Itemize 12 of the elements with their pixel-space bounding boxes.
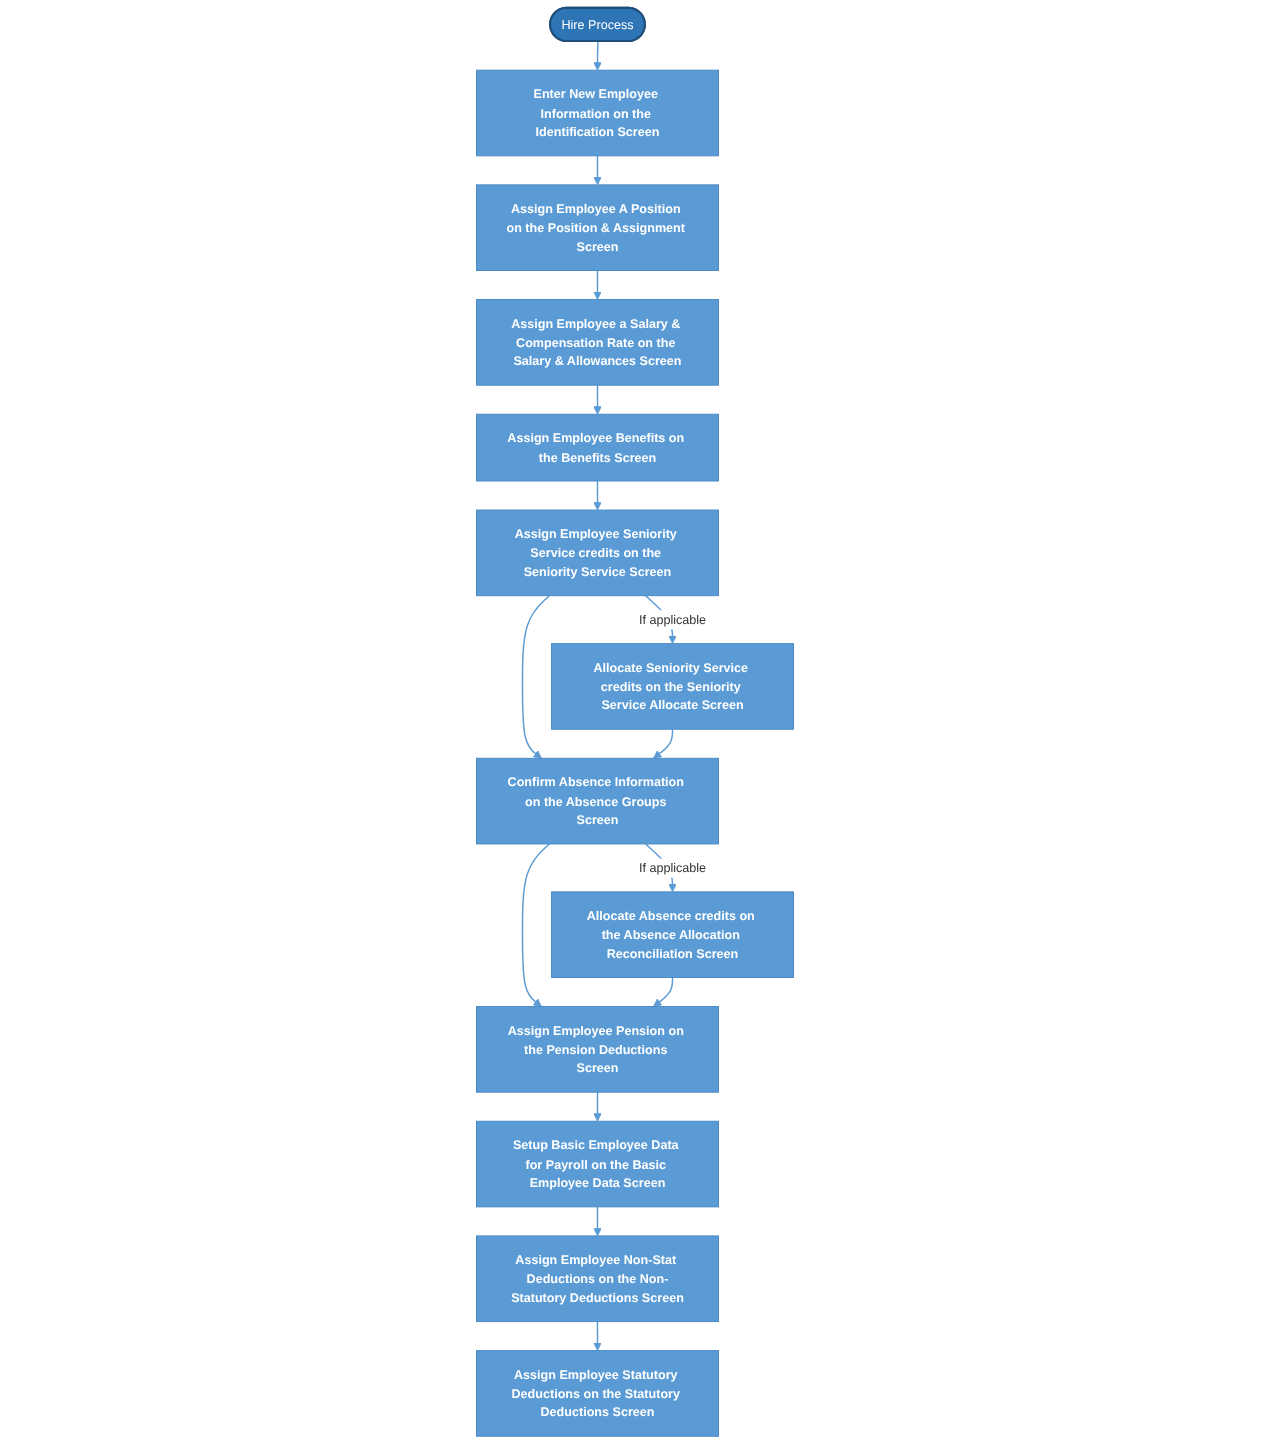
arrow (521, 843, 551, 1007)
arrow (593, 1320, 602, 1351)
arrow (593, 384, 602, 415)
arrow (593, 155, 602, 186)
arrow (521, 594, 551, 759)
arrow (593, 1206, 602, 1237)
arrow (593, 1091, 602, 1122)
arrow (593, 40, 602, 71)
arrow (593, 269, 602, 300)
arrow (593, 480, 602, 511)
arrow (653, 976, 674, 1007)
arrow (653, 728, 674, 759)
